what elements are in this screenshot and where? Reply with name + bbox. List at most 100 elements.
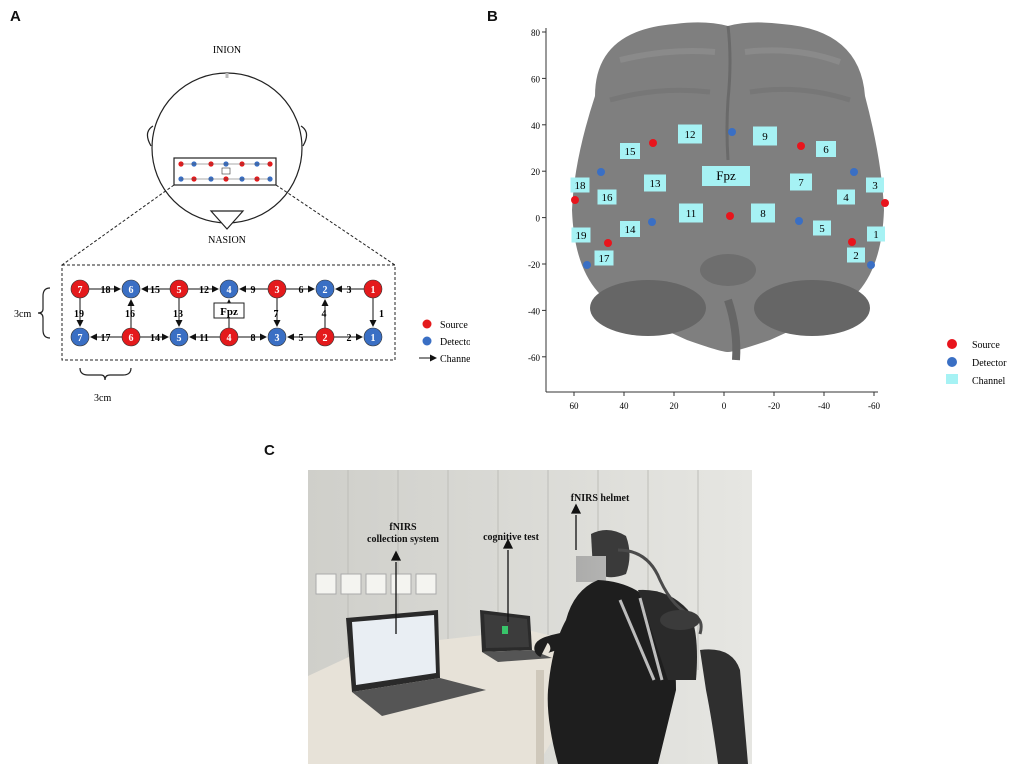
- channel-box: [753, 126, 777, 146]
- bottom-source-optode: [219, 327, 239, 347]
- wall-outlets: [315, 573, 437, 595]
- channel-label: 1: [873, 229, 879, 241]
- y-tick-label: 60: [531, 74, 541, 84]
- legend-a-channel-label: Channel: [440, 354, 470, 365]
- mini-fpz-box: [221, 167, 231, 175]
- head-outline: [146, 72, 308, 230]
- channel-label: 11: [686, 208, 697, 220]
- channel-number-top: 9: [251, 285, 256, 296]
- x-tick-label: 60: [570, 401, 580, 411]
- detector-optode: [867, 261, 875, 269]
- chair: [700, 649, 748, 764]
- optode-number: 2: [323, 333, 328, 344]
- source-optode: [571, 196, 579, 204]
- optode-number: 3: [275, 285, 280, 296]
- channel-number-vertical: 7: [274, 309, 279, 320]
- channel-label: 14: [625, 224, 637, 236]
- channel-number-vertical: 4: [322, 309, 327, 320]
- desk-leg: [536, 670, 544, 764]
- x-tick-label: -20: [768, 401, 780, 411]
- channel-box: [816, 141, 836, 157]
- channel-label: 17: [599, 253, 611, 265]
- source-optode: [726, 212, 734, 220]
- legend-b-channel-marker: [946, 374, 958, 384]
- top-detector-optode: [315, 279, 335, 299]
- channel-label: 18: [575, 180, 587, 192]
- channel-label: 16: [602, 192, 614, 204]
- label-cognitive-test: cognitive test: [483, 532, 539, 543]
- channel-box: [702, 166, 750, 186]
- y-tick-label: -20: [528, 260, 540, 270]
- channel-box: [837, 189, 855, 205]
- channel-box: [866, 177, 884, 193]
- legend-b-detector-marker: [947, 357, 957, 367]
- optode-number: 5: [177, 333, 182, 344]
- optode-number: 3: [275, 333, 280, 344]
- detector-optode: [850, 168, 858, 176]
- channel-box: [620, 221, 640, 237]
- channel-number-bottom: 14: [150, 333, 160, 344]
- top-source-optode: [363, 279, 383, 299]
- optode-number: 6: [129, 333, 134, 344]
- top-source-optode: [70, 279, 90, 299]
- x-tick-label: -40: [818, 401, 830, 411]
- channel-label: 9: [762, 131, 768, 143]
- detector-optode: [795, 217, 803, 225]
- legend-b-source-label: Source: [972, 340, 1000, 351]
- y-tick-label: 20: [531, 167, 541, 177]
- detector-optode: [648, 218, 656, 226]
- optode-number: 6: [129, 285, 134, 296]
- bottom-detector-optode: [267, 327, 287, 347]
- label-fnirs-collection-system: fNIRS collection system: [367, 522, 439, 545]
- optode-number: 7: [78, 333, 83, 344]
- legend-a-source-label: Source: [440, 320, 468, 331]
- x-tick-label: 40: [620, 401, 630, 411]
- channel-label: 15: [625, 146, 637, 158]
- optode-number: 1: [371, 333, 376, 344]
- top-source-optode: [267, 279, 287, 299]
- channel-box: [790, 173, 812, 191]
- source-optode: [604, 239, 612, 247]
- legend-b-detector-label: Detector: [972, 358, 1007, 369]
- channel-label: 19: [576, 230, 588, 242]
- bottom-detector-optode: [363, 327, 383, 347]
- source-optode: [649, 139, 657, 147]
- legend-a-source-marker: [422, 319, 432, 329]
- detector-optode: [583, 261, 591, 269]
- zoom-line-right: [275, 184, 396, 266]
- horizontal-scale-label: 3cm: [94, 393, 111, 404]
- y-tick-label: 40: [531, 121, 541, 131]
- inion-label: INION: [213, 45, 241, 56]
- channel-box: [751, 203, 775, 223]
- channel-box: [679, 203, 703, 223]
- channel-box: [594, 250, 614, 266]
- bottom-source-optode: [315, 327, 335, 347]
- top-detector-optode: [121, 279, 141, 299]
- laptop-cognitive-test: [480, 610, 552, 662]
- channel-box: [620, 143, 640, 159]
- label-fnirs-helmet: fNIRS helmet: [570, 493, 630, 504]
- channel-box: [867, 226, 885, 242]
- panel-letter-c: C: [264, 442, 275, 459]
- channel-number-top: 12: [199, 285, 209, 296]
- optode-number: 2: [323, 285, 328, 296]
- detector-optode: [728, 128, 736, 136]
- optode-number: 4: [227, 333, 232, 344]
- panel-c-experiment-photo: [308, 470, 752, 764]
- zoomed-probe-box: [61, 264, 396, 361]
- brain-frontal-view: [572, 22, 884, 361]
- bottom-detector-optode: [70, 327, 90, 347]
- optode-number: 7: [78, 285, 83, 296]
- channel-number-bottom: 2: [347, 333, 352, 344]
- channel-box: [570, 177, 590, 193]
- top-source-optode: [169, 279, 189, 299]
- detector-optode: [597, 168, 605, 176]
- nasion-label: NASION: [208, 235, 246, 246]
- legend-b-source-marker: [947, 339, 957, 349]
- channel-label: 3: [872, 180, 878, 192]
- channel-box: [571, 227, 591, 243]
- fpz-box: [213, 302, 245, 319]
- panel-b-legend: Source Detector Channel: [946, 339, 1007, 387]
- y-tick-label: -60: [528, 353, 540, 363]
